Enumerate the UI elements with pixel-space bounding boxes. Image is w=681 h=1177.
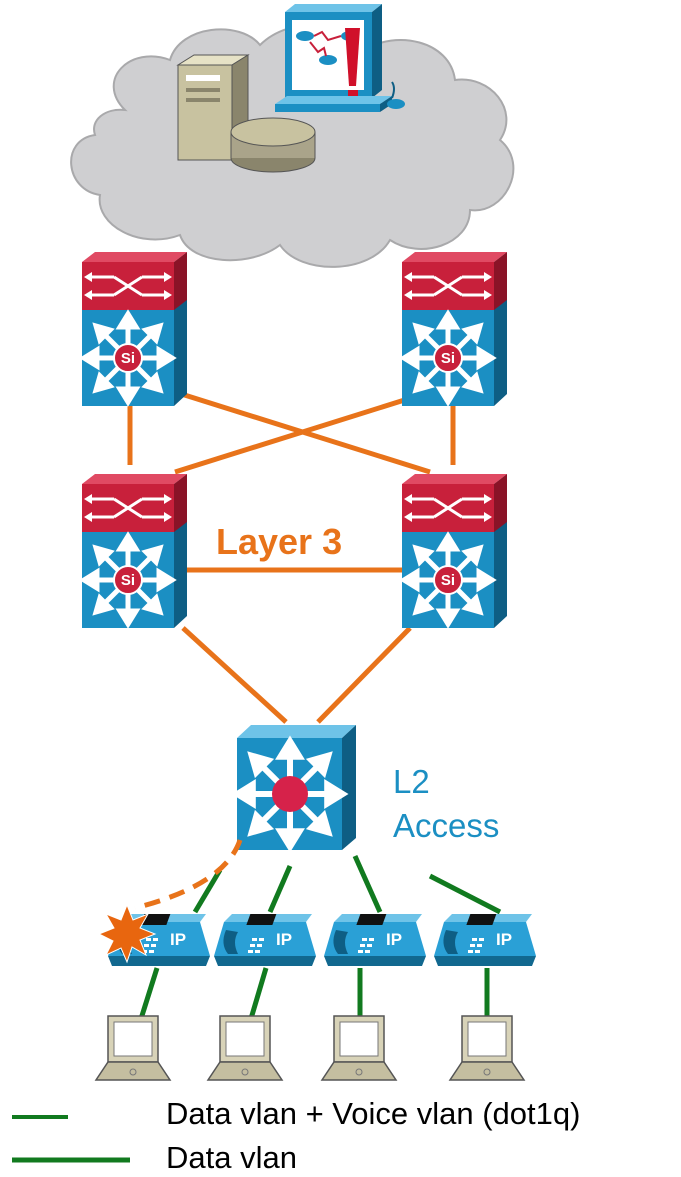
failure-burst-icon xyxy=(97,903,157,964)
trunk-links xyxy=(192,854,502,915)
si-label: Si xyxy=(121,350,135,367)
layer2-switch-icon xyxy=(237,725,356,850)
layer3-label: Layer 3 xyxy=(216,521,342,562)
failed-link xyxy=(134,839,243,911)
ip-label: IP xyxy=(496,930,512,949)
core-switch-left xyxy=(82,252,187,406)
ip-label: IP xyxy=(386,930,402,949)
management-workstation-icon xyxy=(275,4,405,112)
ip-phone-icon xyxy=(324,914,426,966)
l2-label: L2 xyxy=(393,763,430,800)
si-label: Si xyxy=(441,572,455,589)
server-icon xyxy=(176,54,316,173)
data-links xyxy=(137,967,490,1023)
ip-phone-icon xyxy=(214,914,316,966)
distribution-switch-right xyxy=(402,474,507,628)
laptop-icon xyxy=(449,1015,525,1081)
ip-label: IP xyxy=(276,930,292,949)
distribution-switch-left xyxy=(82,474,187,628)
si-label: Si xyxy=(121,572,135,589)
laptop-icon xyxy=(207,1015,283,1081)
access-label: Access xyxy=(393,807,499,844)
laptop-icon xyxy=(95,1015,171,1081)
legend-trunk-text: Data vlan + Voice vlan (dot1q) xyxy=(166,1096,580,1131)
legend-data-text: Data vlan xyxy=(166,1140,297,1175)
routed-links xyxy=(127,389,456,724)
ip-phone-icon xyxy=(434,914,536,966)
ip-label: IP xyxy=(170,930,186,949)
core-switch-right xyxy=(402,252,507,406)
laptop-icon xyxy=(321,1015,397,1081)
si-label: Si xyxy=(441,350,455,367)
